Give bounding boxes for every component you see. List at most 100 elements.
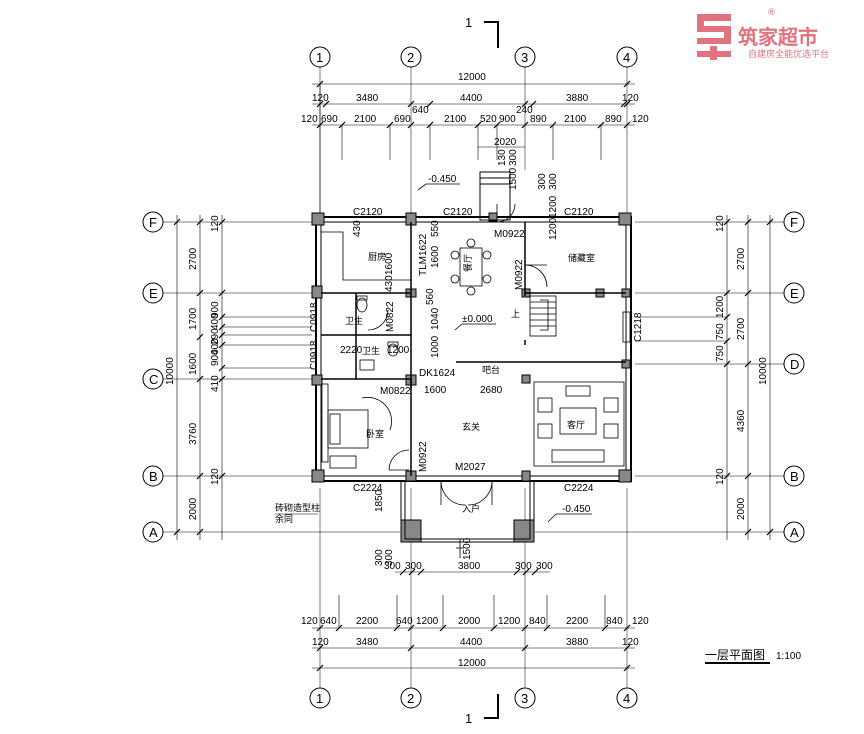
bed-icon <box>321 383 393 469</box>
label-c0918-b: C0918 <box>309 340 320 370</box>
dim-bot-r2-0: 120 <box>312 637 329 648</box>
label-dk1624: DK1624 <box>419 368 456 379</box>
axis-label-E-right: E <box>790 286 799 301</box>
dim-left-o3: 3760 <box>188 422 199 445</box>
dim-right-total: 10000 <box>758 357 769 385</box>
axis-label-4-bottom: 4 <box>623 691 630 706</box>
dim-top-r3-10: 120 <box>632 114 649 125</box>
dim-left-i1: 900 <box>210 301 221 318</box>
axis-label-F-left: F <box>149 215 157 230</box>
dim-top-r2-1: 3480 <box>356 93 379 104</box>
drawing-title-block: 一层平面图 1:100 <box>705 648 801 664</box>
dim-bath-v0: 560 <box>425 288 436 305</box>
axis-label-2-top: 2 <box>407 50 414 65</box>
note-custom-column: 砖砌造型柱 <box>275 502 320 514</box>
dim-dining-0: 550 <box>430 220 441 237</box>
axis-label-D-right: D <box>790 357 799 372</box>
bottom-dimension-lines <box>312 568 635 672</box>
dim-top-r2-5: 3880 <box>566 93 589 104</box>
dim-bot-porch-1: 300 <box>405 561 422 572</box>
dim-bot-r3-0: 120 <box>301 616 318 627</box>
dim-top-r3-4: 2100 <box>444 114 467 125</box>
dim-dining-1: 1600 <box>430 245 441 268</box>
dim-counter-w: 2680 <box>480 385 503 396</box>
porch-top <box>479 171 511 221</box>
kitchen-counter <box>321 231 411 281</box>
label-m0922-foyer: M0922 <box>418 441 429 472</box>
room-storage: 储藏室 <box>568 252 595 264</box>
dim-top-r2-0: 120 <box>312 93 329 104</box>
svg-text:1: 1 <box>465 711 472 726</box>
dim-top-r2-4: 240 <box>516 105 533 116</box>
level-marker-bottom <box>547 513 592 523</box>
label-c1218: C1218 <box>633 312 644 342</box>
dim-bath-w: 2220 <box>340 345 363 356</box>
axis-bubbles-bottom <box>309 687 638 709</box>
toilet-icon <box>356 295 399 371</box>
label-tlm1622: TLM1622 <box>418 233 429 276</box>
dim-top-r3-8: 2100 <box>564 114 587 125</box>
dim-porch-width: 2020 <box>494 137 517 148</box>
dim-porch-130: 130 <box>497 149 508 166</box>
dim-left-i4: 400 <box>210 338 221 355</box>
axis-grid-lines <box>163 67 784 688</box>
dim-bot-r3-1: 640 <box>320 616 337 627</box>
axis-bubbles-top <box>309 46 638 68</box>
brand-slogan: 自建房全能优选平台 <box>748 48 829 60</box>
dim-bot-r2-2: 4400 <box>460 637 483 648</box>
dim-bath-v2: 1000 <box>430 335 441 358</box>
dim-top-r2-6: 120 <box>622 93 639 104</box>
dim-stair-v: 1200 <box>548 217 559 240</box>
dim-bed-door: 1850 <box>374 489 385 512</box>
svg-text:1: 1 <box>465 15 472 30</box>
dim-kitchen-0: 430 <box>352 220 363 237</box>
top-dimension-lines <box>312 80 635 222</box>
dim-porch-300b: 300 <box>537 173 548 190</box>
dim-top-r3-3: 690 <box>394 114 411 125</box>
dim-porch-depth: 1500 <box>508 167 519 190</box>
label-m2027: M2027 <box>455 462 486 473</box>
dim-top-r3-7: 890 <box>530 114 547 125</box>
dim-bot-porch-d0: 300 <box>374 549 385 566</box>
dim-right-o2: 4360 <box>736 409 747 432</box>
axis-label-2-bottom: 2 <box>407 691 414 706</box>
dim-right-o0: 2700 <box>736 247 747 270</box>
dim-left-i2: 400 <box>210 313 221 330</box>
label-m0822-a: M0822 <box>385 301 396 332</box>
dim-right-i1: 1200 <box>715 295 726 318</box>
label-m0922-stair: M0922 <box>514 259 525 290</box>
dim-bot-r3-9: 840 <box>606 616 623 627</box>
dim-right-i0: 120 <box>715 215 726 232</box>
dim-left-o1: 1700 <box>188 307 199 330</box>
dim-right-o3: 2000 <box>736 497 747 520</box>
entry-steps <box>456 539 464 558</box>
dim-bot-r3-3: 640 <box>396 616 413 627</box>
level-inside: ±0.000 <box>462 314 493 325</box>
axis-label-4-top: 4 <box>623 50 630 65</box>
dim-porch-300: 300 <box>508 149 519 166</box>
label-c2120-c: C2120 <box>564 207 594 218</box>
dim-kitchen-2: 430 <box>384 275 395 292</box>
axis-bubbles-right <box>783 211 805 543</box>
dim-bath-h: 1200 <box>387 345 410 356</box>
axis-label-C-left: C <box>149 372 158 387</box>
level-bottom: -0.450 <box>562 504 591 515</box>
dim-left-i0: 120 <box>210 215 221 232</box>
label-c0918-a: C0918 <box>309 302 320 332</box>
dim-bot-porch-d2: 300 <box>384 549 395 566</box>
porch-bottom <box>400 480 535 543</box>
dim-right-i3: 750 <box>715 345 726 362</box>
label-c2224-a: C2224 <box>353 483 383 494</box>
axis-label-1-top: 1 <box>316 50 323 65</box>
dim-top-r3-2: 2100 <box>354 114 377 125</box>
dim-bot-total: 12000 <box>458 658 486 669</box>
dim-porch-300c: 300 <box>548 173 559 190</box>
label-c2120-b: C2120 <box>443 207 473 218</box>
dim-bot-porch-d1: 1500 <box>462 537 473 560</box>
sofa-set-icon <box>533 381 625 467</box>
dim-top-r3-0: 120 <box>301 114 318 125</box>
dim-dk-w: 1600 <box>424 385 447 396</box>
dim-left-i6: 410 <box>210 375 221 392</box>
room-stair-label: 上 <box>511 309 520 320</box>
